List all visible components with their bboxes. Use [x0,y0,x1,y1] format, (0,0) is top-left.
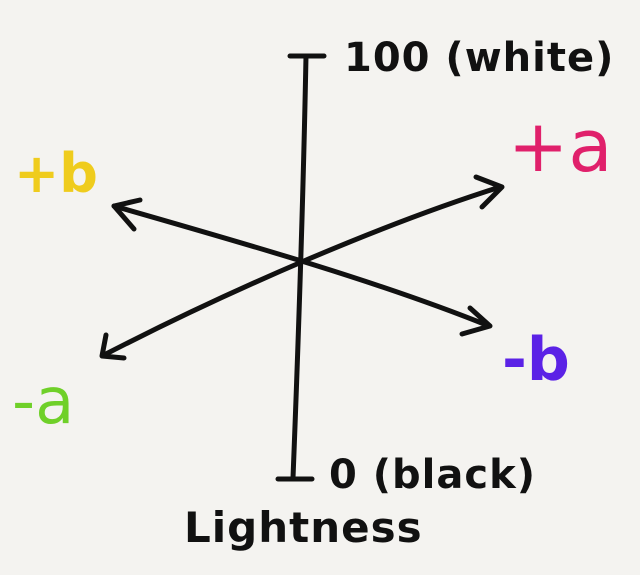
lightness-min-label: 0 (black) [329,452,536,498]
lightness-axis-label: Lightness [184,503,423,552]
minus-b-label: -b [502,325,570,395]
plus-b-arrowhead [111,197,143,232]
b-axis-line [111,203,492,329]
lightness-max-label: 100 (white) [344,35,615,81]
plus-a-label: +a [508,104,613,188]
minus-a-arrowhead [99,332,127,361]
lightness-axis-line [290,53,309,481]
minus-a-label: -a [12,365,75,439]
plus-a-arrowhead [473,174,505,210]
plus-b-label: +b [14,142,98,205]
minus-b-arrowhead [459,305,493,337]
